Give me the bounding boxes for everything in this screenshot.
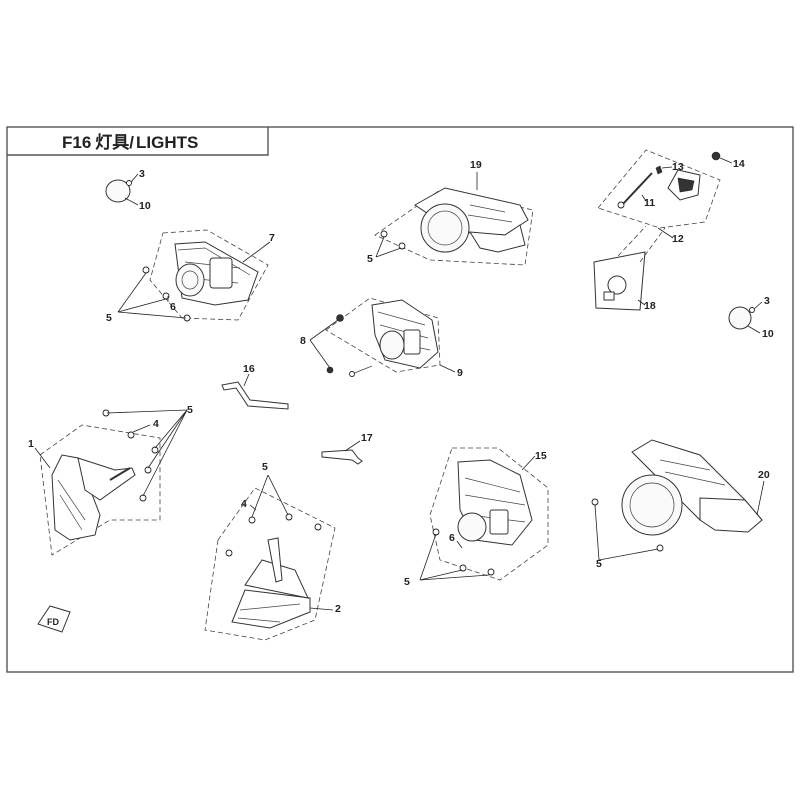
callout-2: 2 [335,603,341,615]
reflector-right: 3 10 [728,295,774,340]
callout-10: 10 [139,200,151,212]
callout-8: 8 [300,335,306,347]
callout-10b: 10 [762,328,774,340]
turn-signal-2: 5 4 2 [204,461,341,641]
callout-3: 3 [139,168,145,180]
callout-5e: 5 [404,576,410,588]
headlamp-9: 8 9 [300,297,463,379]
bracket-16: 16 [221,363,289,410]
callout-5f: 5 [596,558,602,570]
callout-14: 14 [733,158,745,170]
headlamp-assembly-7: 7 5 6 [106,229,275,324]
callout-13: 13 [672,161,684,173]
callout-15: 15 [535,450,547,462]
callout-5c: 5 [187,404,193,416]
callout-16: 16 [243,363,255,375]
callout-11: 11 [644,197,655,209]
callout-5b: 5 [367,253,373,265]
callout-20: 20 [758,469,770,481]
diagram-border [6,126,794,673]
callout-6b: 6 [449,532,455,544]
bracket-17: 17 [321,432,373,465]
title-box [7,127,269,156]
callout-5a: 5 [106,312,112,324]
callout-18: 18 [644,300,656,312]
headlamp-20: 20 5 [591,439,770,570]
callout-1: 1 [28,438,34,450]
callout-4: 4 [153,418,159,430]
callout-4b: 4 [241,498,247,510]
callout-12: 12 [672,233,684,245]
callout-3b: 3 [764,295,770,307]
headlamp-15: 15 6 5 [404,447,549,588]
license-light-group: 13 14 11 12 18 [593,149,745,312]
headlamp-19: 19 5 [367,159,534,266]
reflector-left: 3 10 [105,168,151,212]
svg-text:FD: FD [47,617,59,627]
turn-signal-1: 1 4 5 [28,404,193,556]
callout-9: 9 [457,367,463,379]
callout-19: 19 [470,159,482,171]
callout-7: 7 [269,232,275,244]
callout-5d: 5 [262,461,268,473]
forward-arrow-icon: FD [37,605,71,633]
callout-6a: 6 [170,301,176,313]
callout-17: 17 [361,432,373,444]
